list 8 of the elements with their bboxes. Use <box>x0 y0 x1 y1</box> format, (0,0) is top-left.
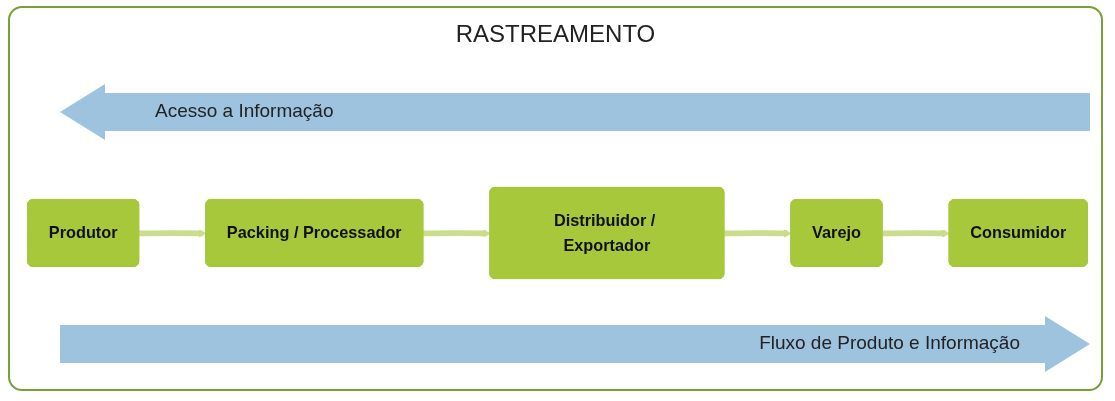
arrow <box>724 229 792 238</box>
arrow <box>882 229 951 238</box>
arrow-label: Fluxo de Produto e Informação <box>759 332 1020 354</box>
arrow <box>423 229 491 238</box>
diagram-frame: RASTREAMENTO Acesso a Informação Fluxo de Produto e Informação Produtor Packing / Processador Distribuidor / Exportador Varejo Consumidor <box>8 6 1103 391</box>
arrow-label: Acesso a Informação <box>155 100 334 122</box>
diagram-title: RASTREAMENTO <box>455 20 656 48</box>
arrow <box>139 229 207 238</box>
